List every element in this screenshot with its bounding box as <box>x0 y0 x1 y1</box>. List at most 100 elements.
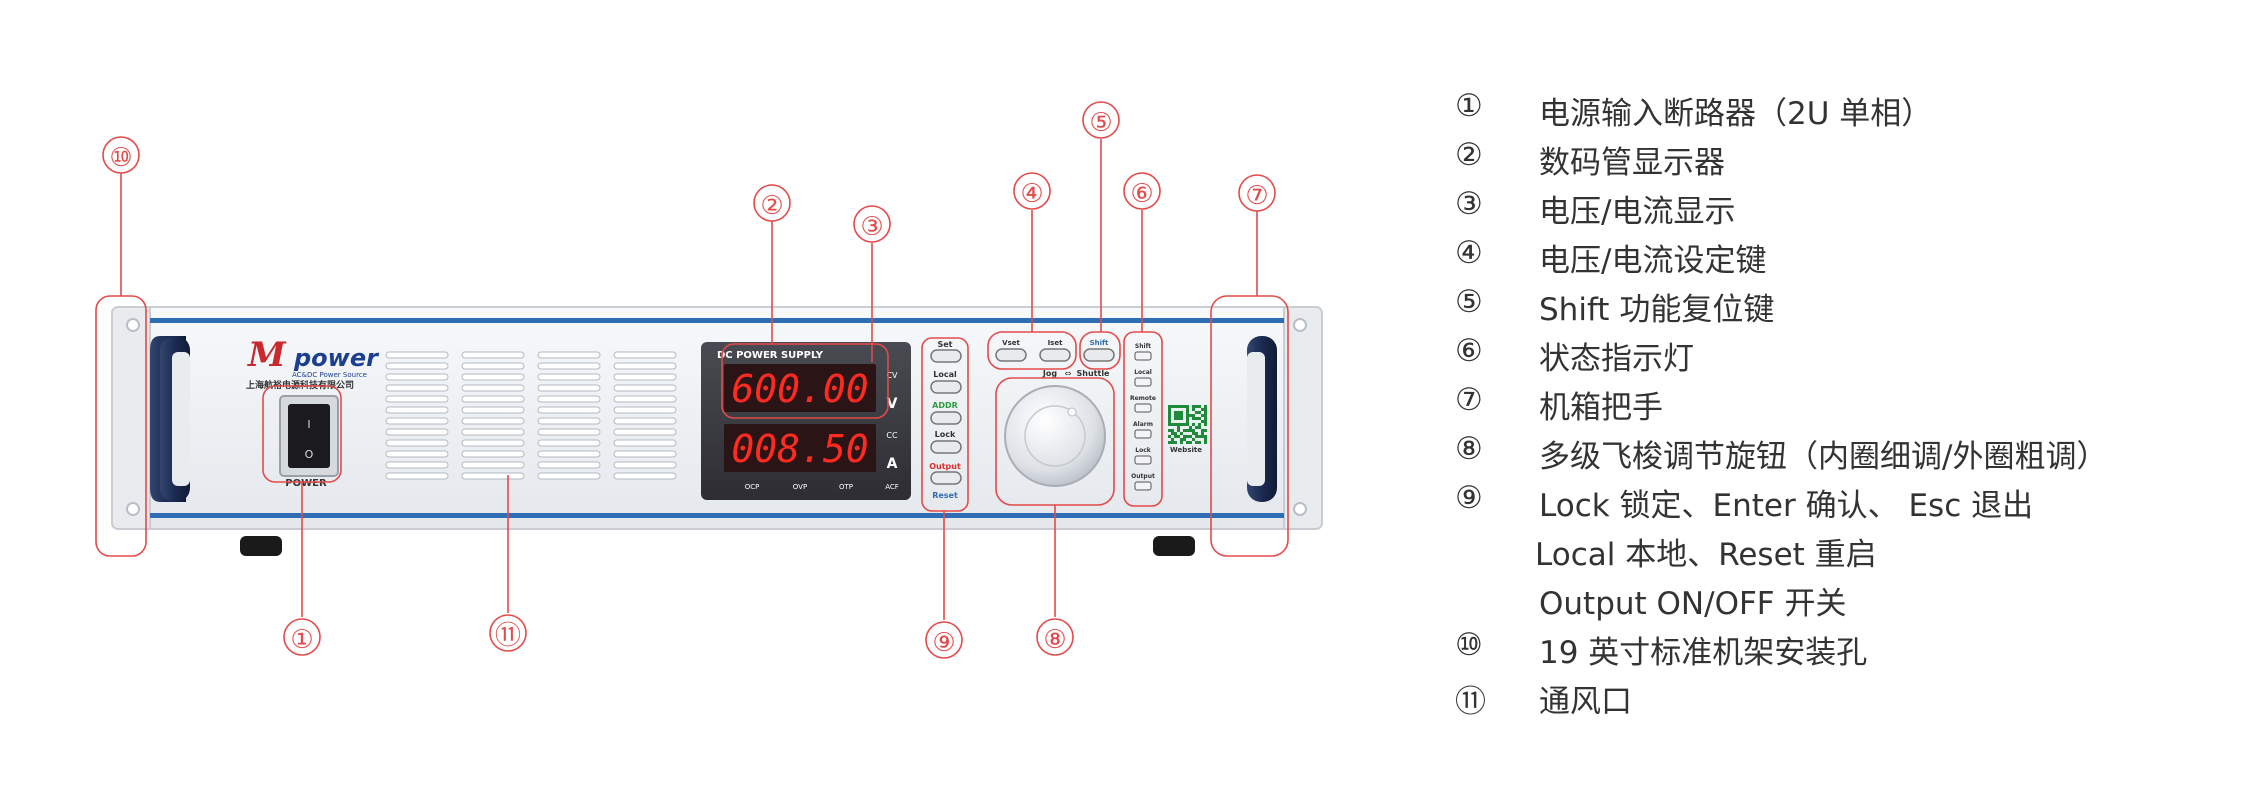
qr-module <box>1186 411 1189 414</box>
vent-slot <box>461 417 525 425</box>
legend-text: 多级飞梭调节旋钮（内圈细调/外圈粗调） <box>1539 439 2108 475</box>
handle-left-grip <box>172 352 190 486</box>
switch-on-mark: I <box>307 418 310 431</box>
addr-button[interactable] <box>930 411 962 425</box>
legend-text: 机箱把手 <box>1539 390 1663 426</box>
qr-module <box>1195 432 1198 435</box>
qr-module <box>1201 429 1204 432</box>
vent-slot <box>461 362 525 370</box>
vent-slot <box>537 417 601 425</box>
shuttle-label: Shuttle <box>1077 369 1111 378</box>
qr-module <box>1198 411 1201 414</box>
output-button[interactable] <box>930 471 962 485</box>
logo-mark: M <box>247 335 287 375</box>
button-label-local: Local <box>933 370 957 379</box>
jog-shuttle-inner[interactable] <box>1024 405 1086 467</box>
local-button[interactable] <box>930 380 962 394</box>
legend-text: Shift 功能复位键 <box>1539 292 1775 328</box>
legend-number: ② <box>1455 137 1483 173</box>
vent-slot <box>461 395 525 403</box>
qr-module <box>1174 414 1177 417</box>
callout-number-2: ② <box>760 191 783 221</box>
legend-text: 电压/电流设定键 <box>1539 243 1767 279</box>
power-switch[interactable] <box>288 404 330 468</box>
iset-button[interactable] <box>1039 348 1071 362</box>
current-display <box>724 424 876 472</box>
qr-module <box>1177 405 1180 408</box>
vset-button[interactable] <box>995 348 1027 362</box>
qr-module <box>1177 423 1180 426</box>
vent-slot <box>613 428 677 436</box>
legend-number: ⑦ <box>1455 382 1483 418</box>
vent-slot <box>385 439 449 447</box>
qr-module <box>1168 417 1171 420</box>
protection-label-ovp: OVP <box>793 483 807 491</box>
qr-module <box>1201 432 1204 435</box>
callout-number-5: ⑤ <box>1089 108 1112 138</box>
qr-module <box>1183 435 1186 438</box>
legend-text: 19 英寸标准机架安装孔 <box>1539 635 1868 671</box>
qr-module <box>1186 405 1189 408</box>
button-label-set: Set <box>937 340 952 349</box>
current-reading: 008.50 <box>731 427 868 471</box>
qr-module <box>1183 405 1186 408</box>
vent-slot <box>613 450 677 458</box>
mount-hole <box>1293 502 1307 516</box>
qr-module <box>1195 417 1198 420</box>
qr-module <box>1186 435 1189 438</box>
vent-slot <box>461 472 525 480</box>
qr-module <box>1177 435 1180 438</box>
iset-label: Iset <box>1048 339 1064 347</box>
vent-slot <box>537 450 601 458</box>
qr-module <box>1192 414 1195 417</box>
qr-module <box>1186 414 1189 417</box>
indicator-label: Output <box>1131 473 1155 480</box>
callout-circle-2 <box>753 184 791 222</box>
vent-slot <box>461 384 525 392</box>
qr-module <box>1192 429 1195 432</box>
lock-button[interactable] <box>930 440 962 454</box>
qr-module <box>1192 423 1195 426</box>
qr-module <box>1180 423 1183 426</box>
voltage-reading: 600.00 <box>731 367 868 411</box>
jog-shuttle-knob[interactable] <box>1004 385 1106 487</box>
qr-module <box>1171 405 1174 408</box>
foot-right <box>1153 536 1195 556</box>
company-name: 上海航裕电源科技有限公司 <box>246 379 354 391</box>
indicator-label: Remote <box>1130 395 1156 402</box>
protection-label-acf: ACF <box>885 483 899 491</box>
qr-module <box>1183 429 1186 432</box>
qr-module <box>1174 435 1177 438</box>
callout-bubbles: ⑩ ⑦ ① ⑪ ② ③ ④ ⑤ ⑥ ⑨ ⑧ <box>102 101 1276 659</box>
website-label: Website <box>1170 446 1202 454</box>
callout-circle-11 <box>489 614 527 652</box>
shift-button[interactable] <box>1083 348 1115 362</box>
qr-module <box>1198 426 1201 429</box>
set-button[interactable] <box>930 349 962 363</box>
current-unit: A <box>887 456 898 472</box>
vent-slot <box>613 351 677 359</box>
indicator-label: Local <box>1134 369 1152 376</box>
indicator-label: Shift <box>1135 343 1151 350</box>
callout-number-9: ⑨ <box>932 628 955 658</box>
qr-module <box>1198 435 1201 438</box>
qr-module <box>1192 417 1195 420</box>
qr-module <box>1201 408 1204 411</box>
display-title: DC POWER SUPPLY <box>717 350 824 361</box>
mount-hole <box>126 318 140 332</box>
qr-module <box>1174 441 1177 444</box>
cv-label: CV <box>886 371 898 380</box>
mount-hole <box>1293 318 1307 332</box>
qr-module <box>1201 435 1204 438</box>
qr-module <box>1177 414 1180 417</box>
callout-number-3: ③ <box>860 212 883 242</box>
legend-number: ③ <box>1455 186 1483 222</box>
callout-circle-4 <box>1013 172 1051 210</box>
legend-text: Lock 锁定、Enter 确认、 Esc 退出 <box>1539 488 2034 524</box>
qr-module <box>1168 429 1171 432</box>
qr-module <box>1177 417 1180 420</box>
legend-number: ⑨ <box>1455 480 1483 516</box>
qr-module <box>1189 435 1192 438</box>
qr-module <box>1198 441 1201 444</box>
